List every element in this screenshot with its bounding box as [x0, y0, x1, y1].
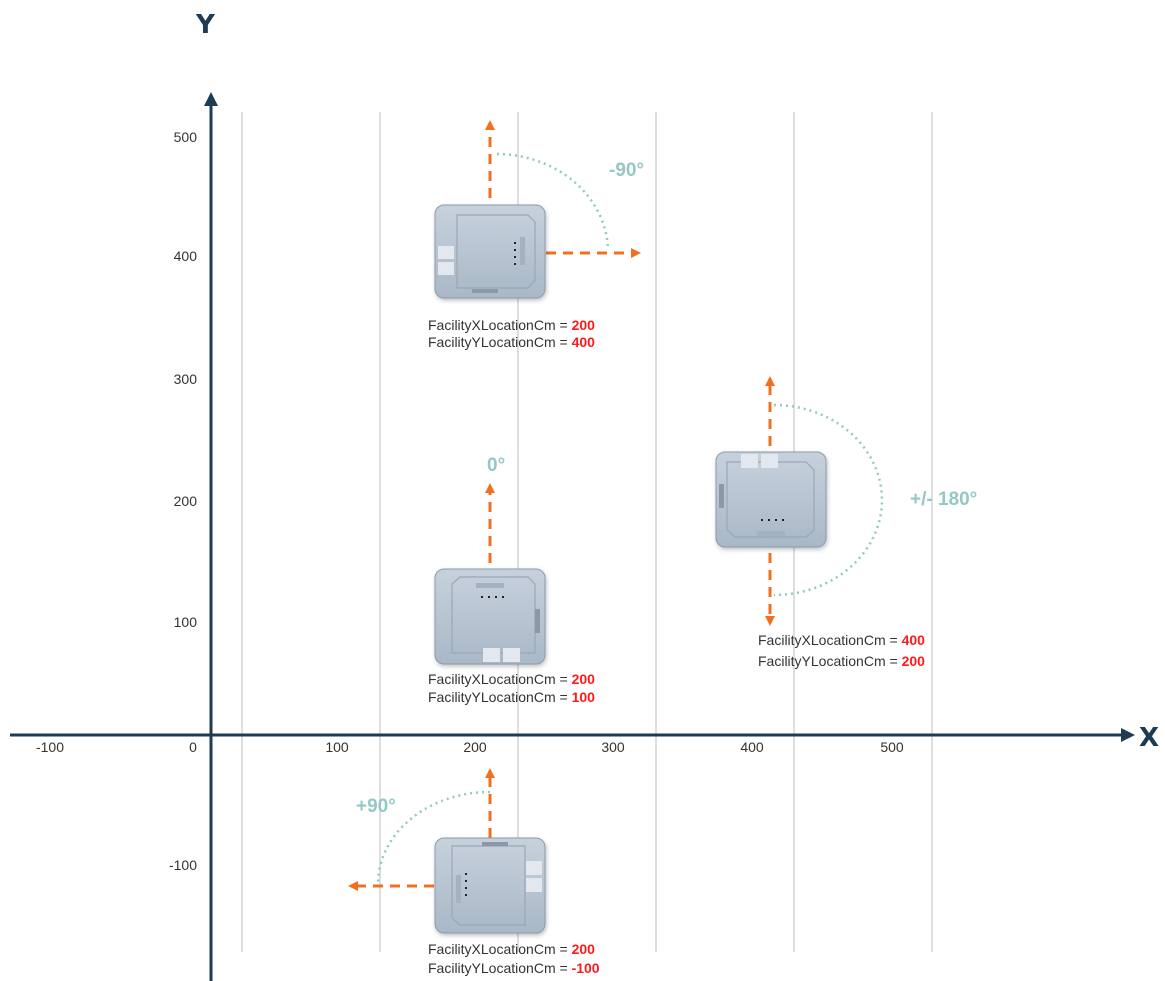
x-location-value: 200 [572, 671, 596, 687]
y-location-text: FacilityYLocationCm = [428, 689, 572, 705]
rotation-angle-label: +90° [356, 796, 396, 817]
device-200-neg100: +90° FacilityXLocationCm = 200 FacilityY… [348, 768, 600, 976]
x-location-value: 200 [572, 317, 596, 333]
x-tick-label: 200 [463, 739, 487, 755]
y-tick-label: 400 [174, 248, 198, 264]
gridlines [241, 112, 933, 952]
location-label: FacilityYLocationCm = -100 [428, 960, 600, 976]
x-location-value: 400 [902, 632, 926, 648]
x-tick-label: -100 [36, 739, 64, 755]
y-location-text: FacilityYLocationCm = [428, 334, 572, 350]
location-label: FacilityXLocationCm = 200 [428, 671, 595, 687]
x-tick-label: 500 [880, 739, 904, 755]
device-icon [434, 837, 546, 934]
rotation-arc [376, 790, 491, 885]
device-200-400: -90° FacilityXLocationCm = 200 FacilityY… [428, 120, 644, 350]
location-label: FacilityYLocationCm = 200 [758, 653, 925, 669]
device-icon [434, 204, 546, 299]
x-tick-label: 0 [189, 739, 197, 755]
y-location-value: 400 [572, 334, 596, 350]
location-label: FacilityXLocationCm = 400 [758, 632, 925, 648]
device-400-200: +/- 180° FacilityXLocationCm = 400 Facil… [715, 376, 977, 669]
device-icon [434, 568, 546, 665]
y-tick-label: 500 [174, 129, 198, 145]
location-label: FacilityYLocationCm = 400 [428, 334, 595, 350]
x-tick-label: 300 [601, 739, 625, 755]
x-location-text: FacilityXLocationCm = [428, 317, 572, 333]
x-location-text: FacilityXLocationCm = [428, 671, 572, 687]
x-location-text: FacilityXLocationCm = [758, 632, 902, 648]
y-location-value: 200 [902, 653, 926, 669]
y-tick-label: 200 [174, 493, 198, 509]
location-label: FacilityXLocationCm = 200 [428, 317, 595, 333]
y-location-value: 100 [572, 689, 596, 705]
device-200-100: 0° FacilityXLocationCm = 200 FacilityYLo… [428, 455, 595, 705]
x-location-text: FacilityXLocationCm = [428, 941, 572, 957]
x-location-value: 200 [572, 941, 596, 957]
rotation-angle-label: -90° [609, 160, 644, 181]
y-tick-labels: 500 400 300 200 100 -100 [169, 129, 197, 873]
rotation-angle-label: 0° [487, 455, 505, 476]
y-axis-label: Y [195, 10, 216, 40]
x-tick-labels: -100 0 100 200 300 400 500 [36, 739, 904, 755]
y-tick-label: 100 [174, 614, 198, 630]
device-icon [715, 451, 827, 548]
x-tick-label: 400 [740, 739, 764, 755]
y-tick-label: 300 [174, 371, 198, 387]
location-label: FacilityXLocationCm = 200 [428, 941, 595, 957]
y-tick-label: -100 [169, 857, 197, 873]
y-location-value: -100 [572, 960, 600, 976]
x-tick-label: 100 [325, 739, 349, 755]
location-label: FacilityYLocationCm = 100 [428, 689, 595, 705]
x-axis-label: X [1139, 723, 1159, 753]
rotation-arc [496, 152, 610, 251]
y-location-text: FacilityYLocationCm = [428, 960, 572, 976]
rotation-angle-label: +/- 180° [910, 489, 977, 510]
y-location-text: FacilityYLocationCm = [758, 653, 902, 669]
